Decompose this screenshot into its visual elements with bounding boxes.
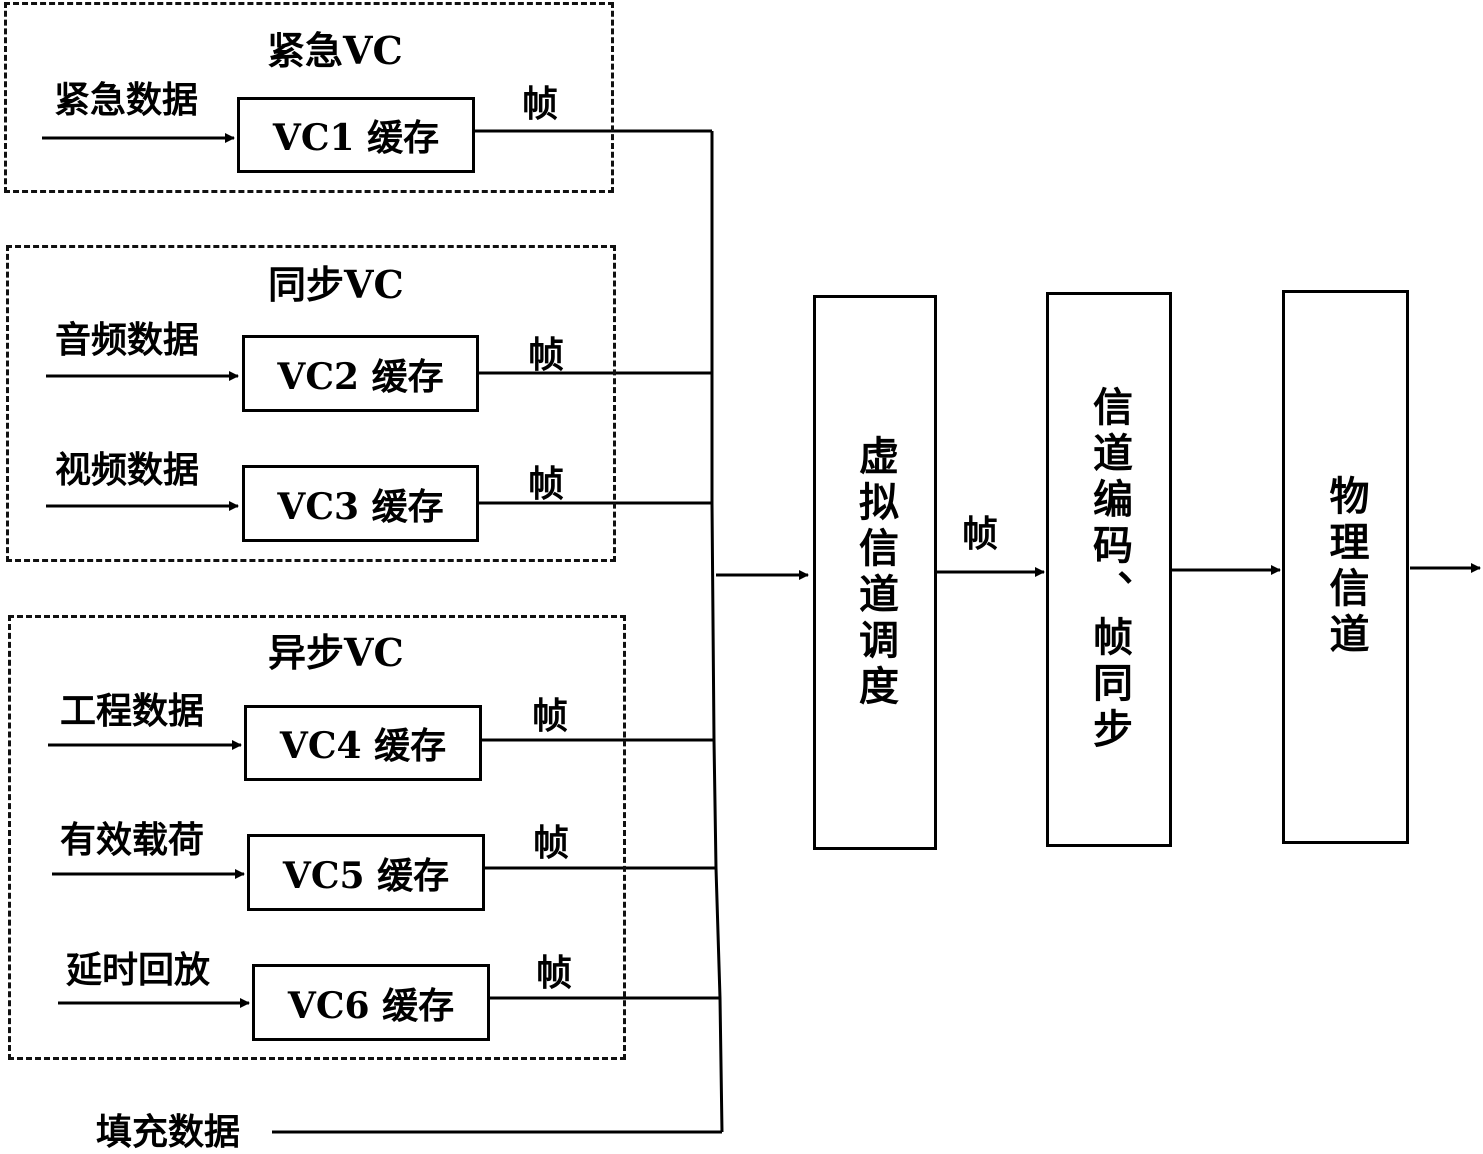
physical-channel-block: 物理信道 bbox=[1282, 290, 1409, 844]
coding-label: 信道编码、帧同步 bbox=[1086, 385, 1133, 754]
vc1-frame-label: 帧 bbox=[522, 83, 559, 125]
vc3-frame-label: 帧 bbox=[528, 463, 565, 505]
scheduler-block: 虚拟信道调度 bbox=[813, 295, 937, 850]
vc3-buffer: VC3 缓存 bbox=[242, 465, 479, 542]
vc2-frame-label: 帧 bbox=[528, 334, 565, 376]
urgent-vc-group bbox=[4, 2, 614, 193]
mid-frame-label: 帧 bbox=[962, 513, 999, 555]
sync-vc-group bbox=[6, 245, 616, 562]
vc5-buffer: VC5 缓存 bbox=[247, 834, 485, 911]
vc2-buffer: VC2 缓存 bbox=[242, 335, 479, 412]
physical-channel-label: 物理信道 bbox=[1322, 475, 1370, 659]
async-vc-group bbox=[8, 615, 626, 1060]
audio-data-label: 音频数据 bbox=[55, 319, 200, 361]
delayed-playback-label: 延时回放 bbox=[66, 949, 211, 991]
vc6-buffer: VC6 缓存 bbox=[252, 964, 490, 1041]
bus-line bbox=[710, 131, 724, 1133]
urgent-vc-title: 紧急VC bbox=[267, 28, 403, 73]
engineering-data-label: 工程数据 bbox=[60, 690, 205, 732]
vc5-frame-label: 帧 bbox=[533, 822, 570, 864]
vc1-buffer: VC1 缓存 bbox=[237, 97, 475, 173]
sync-vc-title: 同步VC bbox=[268, 262, 404, 307]
urgent-data-label: 紧急数据 bbox=[54, 79, 199, 121]
scheduler-label: 虚拟信道调度 bbox=[852, 434, 899, 711]
fill-data-label: 填充数据 bbox=[96, 1111, 241, 1153]
vc6-frame-label: 帧 bbox=[536, 952, 573, 994]
payload-label: 有效载荷 bbox=[60, 819, 205, 861]
vc4-frame-label: 帧 bbox=[532, 695, 569, 737]
vc4-buffer: VC4 缓存 bbox=[244, 705, 482, 781]
coding-block: 信道编码、帧同步 bbox=[1046, 292, 1172, 847]
async-vc-title: 异步VC bbox=[268, 630, 404, 675]
video-data-label: 视频数据 bbox=[55, 449, 200, 491]
